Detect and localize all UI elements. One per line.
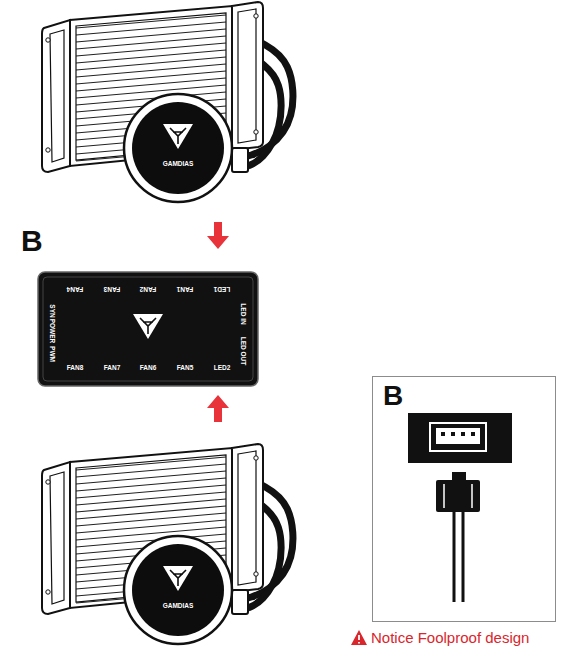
section-letter: B xyxy=(21,226,43,256)
fan-hub: FAN4 FAN3 FAN2 FAN1 LED1LED IN LED OUT FAN8 FAN… xyxy=(38,272,258,386)
port-label: LED1 xyxy=(214,286,231,293)
screw xyxy=(254,130,258,134)
brand-text: GAMDIAS xyxy=(163,603,194,610)
end-cap xyxy=(42,462,70,614)
pump-ring xyxy=(124,94,232,202)
plug-wires xyxy=(454,512,463,602)
radiator-fin xyxy=(76,43,226,56)
fitting xyxy=(232,590,248,614)
header-block xyxy=(408,413,512,463)
header-socket xyxy=(430,423,486,451)
warning-mark xyxy=(358,635,360,644)
port-label: FAN5 xyxy=(177,365,194,372)
port-label: FAN8 xyxy=(67,365,84,372)
header-socket-inner xyxy=(436,428,480,444)
radiator-fin xyxy=(76,506,226,519)
pump-cap xyxy=(132,102,224,194)
fan-hub xyxy=(38,272,258,386)
radiator-fin xyxy=(76,527,226,540)
logo-triangle xyxy=(133,314,163,339)
brand-text: GAMDIAS xyxy=(163,161,194,168)
fan-hub-inner xyxy=(43,277,253,381)
warning-triangle xyxy=(351,630,367,645)
port-label: PWM xyxy=(49,346,56,362)
port-label: POWER xyxy=(49,319,56,344)
plug-detail xyxy=(444,484,472,508)
logo-triangle xyxy=(163,124,193,149)
screw xyxy=(254,456,258,460)
inset-letter: B xyxy=(383,382,403,410)
radiator-fin xyxy=(76,64,226,77)
header-pin xyxy=(451,432,455,436)
radiator-fin xyxy=(76,29,226,42)
port-label: LED OUT xyxy=(240,337,247,366)
screw xyxy=(46,480,50,484)
radiator-fin xyxy=(76,50,226,63)
radiator-fin xyxy=(76,492,226,505)
header-pin xyxy=(471,432,475,436)
logo-triangle xyxy=(163,566,193,591)
end-cap-inner xyxy=(50,30,64,162)
red-arrow-up xyxy=(207,395,229,422)
radiator-fin xyxy=(76,36,226,49)
port-label: FAN4 xyxy=(67,286,84,293)
header-pin xyxy=(441,432,445,436)
pump-cap xyxy=(132,544,224,636)
radiator-fin xyxy=(76,520,226,533)
screw xyxy=(46,590,50,594)
aio-cooler xyxy=(42,444,293,644)
radiator-fin xyxy=(76,478,226,491)
notice-caption: Notice Foolproof design xyxy=(371,630,529,645)
plug-body xyxy=(436,480,480,512)
port-label: LED2 xyxy=(214,365,231,372)
radiator-fin xyxy=(76,457,226,470)
end-cap-inner xyxy=(238,9,256,143)
port-label: FAN1 xyxy=(177,286,194,293)
port-label: FAN2 xyxy=(140,286,157,293)
port-label: FAN7 xyxy=(104,365,121,372)
radiator-fin xyxy=(76,78,226,91)
end-cap-inner xyxy=(50,472,64,604)
red-arrow-down xyxy=(207,222,229,249)
header-pin xyxy=(461,432,465,436)
port-label: LED IN xyxy=(240,303,247,324)
radiator-fin xyxy=(76,71,226,84)
inset-panel: B xyxy=(372,376,556,622)
logo-detail xyxy=(170,128,186,144)
screw xyxy=(254,14,258,18)
screw xyxy=(46,38,50,42)
logo-detail xyxy=(140,318,156,334)
pump-ring xyxy=(124,536,232,644)
radiator-fin xyxy=(76,513,226,526)
aio-cooler xyxy=(42,2,293,202)
fitting xyxy=(232,148,248,172)
port-label: FAN6 xyxy=(140,365,157,372)
screw xyxy=(46,148,50,152)
logo-detail xyxy=(170,570,186,586)
radiator-fin xyxy=(76,85,226,98)
plug-key xyxy=(452,472,466,480)
port-label: SYN xyxy=(49,304,56,317)
radiator-fin xyxy=(76,499,226,512)
port-label: FAN3 xyxy=(104,286,121,293)
end-cap xyxy=(232,444,263,592)
radiator-fin xyxy=(76,15,226,28)
radiator-fin xyxy=(76,485,226,498)
radiator-fin xyxy=(76,471,226,484)
end-cap xyxy=(42,20,70,172)
end-cap xyxy=(232,2,263,150)
end-cap-inner xyxy=(238,451,256,585)
radiator-fin xyxy=(76,57,226,70)
screw xyxy=(254,572,258,576)
